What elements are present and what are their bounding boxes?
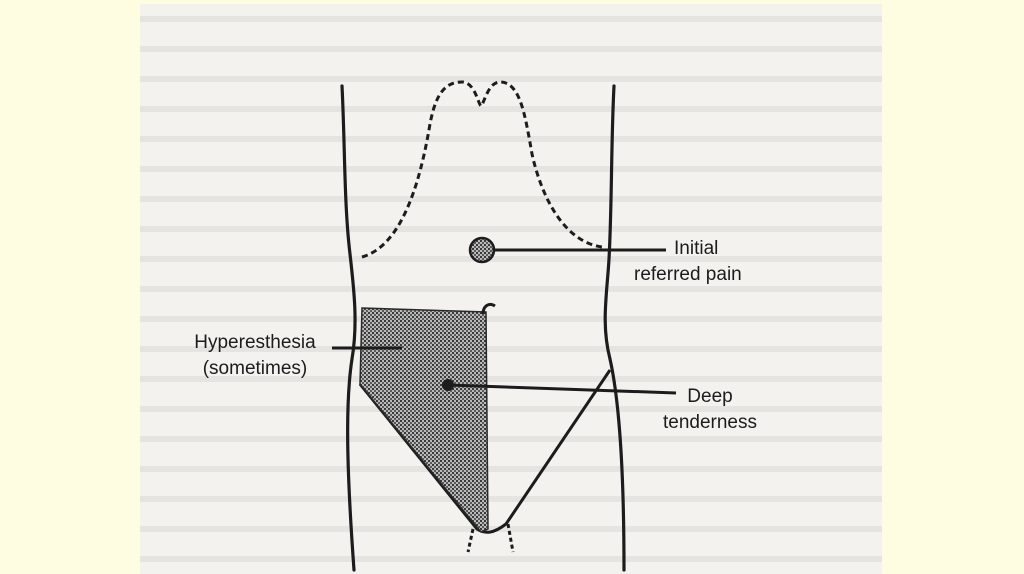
umbilicus xyxy=(481,302,496,315)
left-leg-hint xyxy=(466,528,475,553)
deep-label-line-2: tenderness xyxy=(662,412,757,433)
lower-abdomen-outline xyxy=(358,369,612,534)
deep-tenderness-label: Deep tenderness xyxy=(644,384,776,436)
right-leg-hint xyxy=(506,523,515,553)
scanned-page: Initial referred pain Hyperesthesia (som… xyxy=(140,4,882,574)
bleed-through-text xyxy=(140,4,882,574)
abdomen-diagram xyxy=(140,4,882,574)
left-torso-outline xyxy=(340,84,357,572)
initial-pain-spot xyxy=(468,236,496,264)
initial-referred-pain-label: Initial referred pain xyxy=(634,236,784,288)
initial-label-line-2: referred pain xyxy=(634,264,742,285)
hyperesthesia-region xyxy=(359,307,489,533)
hyper-label-line-1: Hyperesthesia xyxy=(194,332,316,353)
hyper-label-line-2: (sometimes) xyxy=(202,358,308,379)
rib-cage-margin xyxy=(361,80,603,259)
hyperesthesia-label: Hyperesthesia (sometimes) xyxy=(176,330,334,382)
initial-label-line-1: Initial xyxy=(674,238,719,259)
deep-tenderness-leader xyxy=(447,383,677,395)
deep-label-line-1: Deep xyxy=(687,386,733,407)
right-torso-outline xyxy=(603,84,626,572)
